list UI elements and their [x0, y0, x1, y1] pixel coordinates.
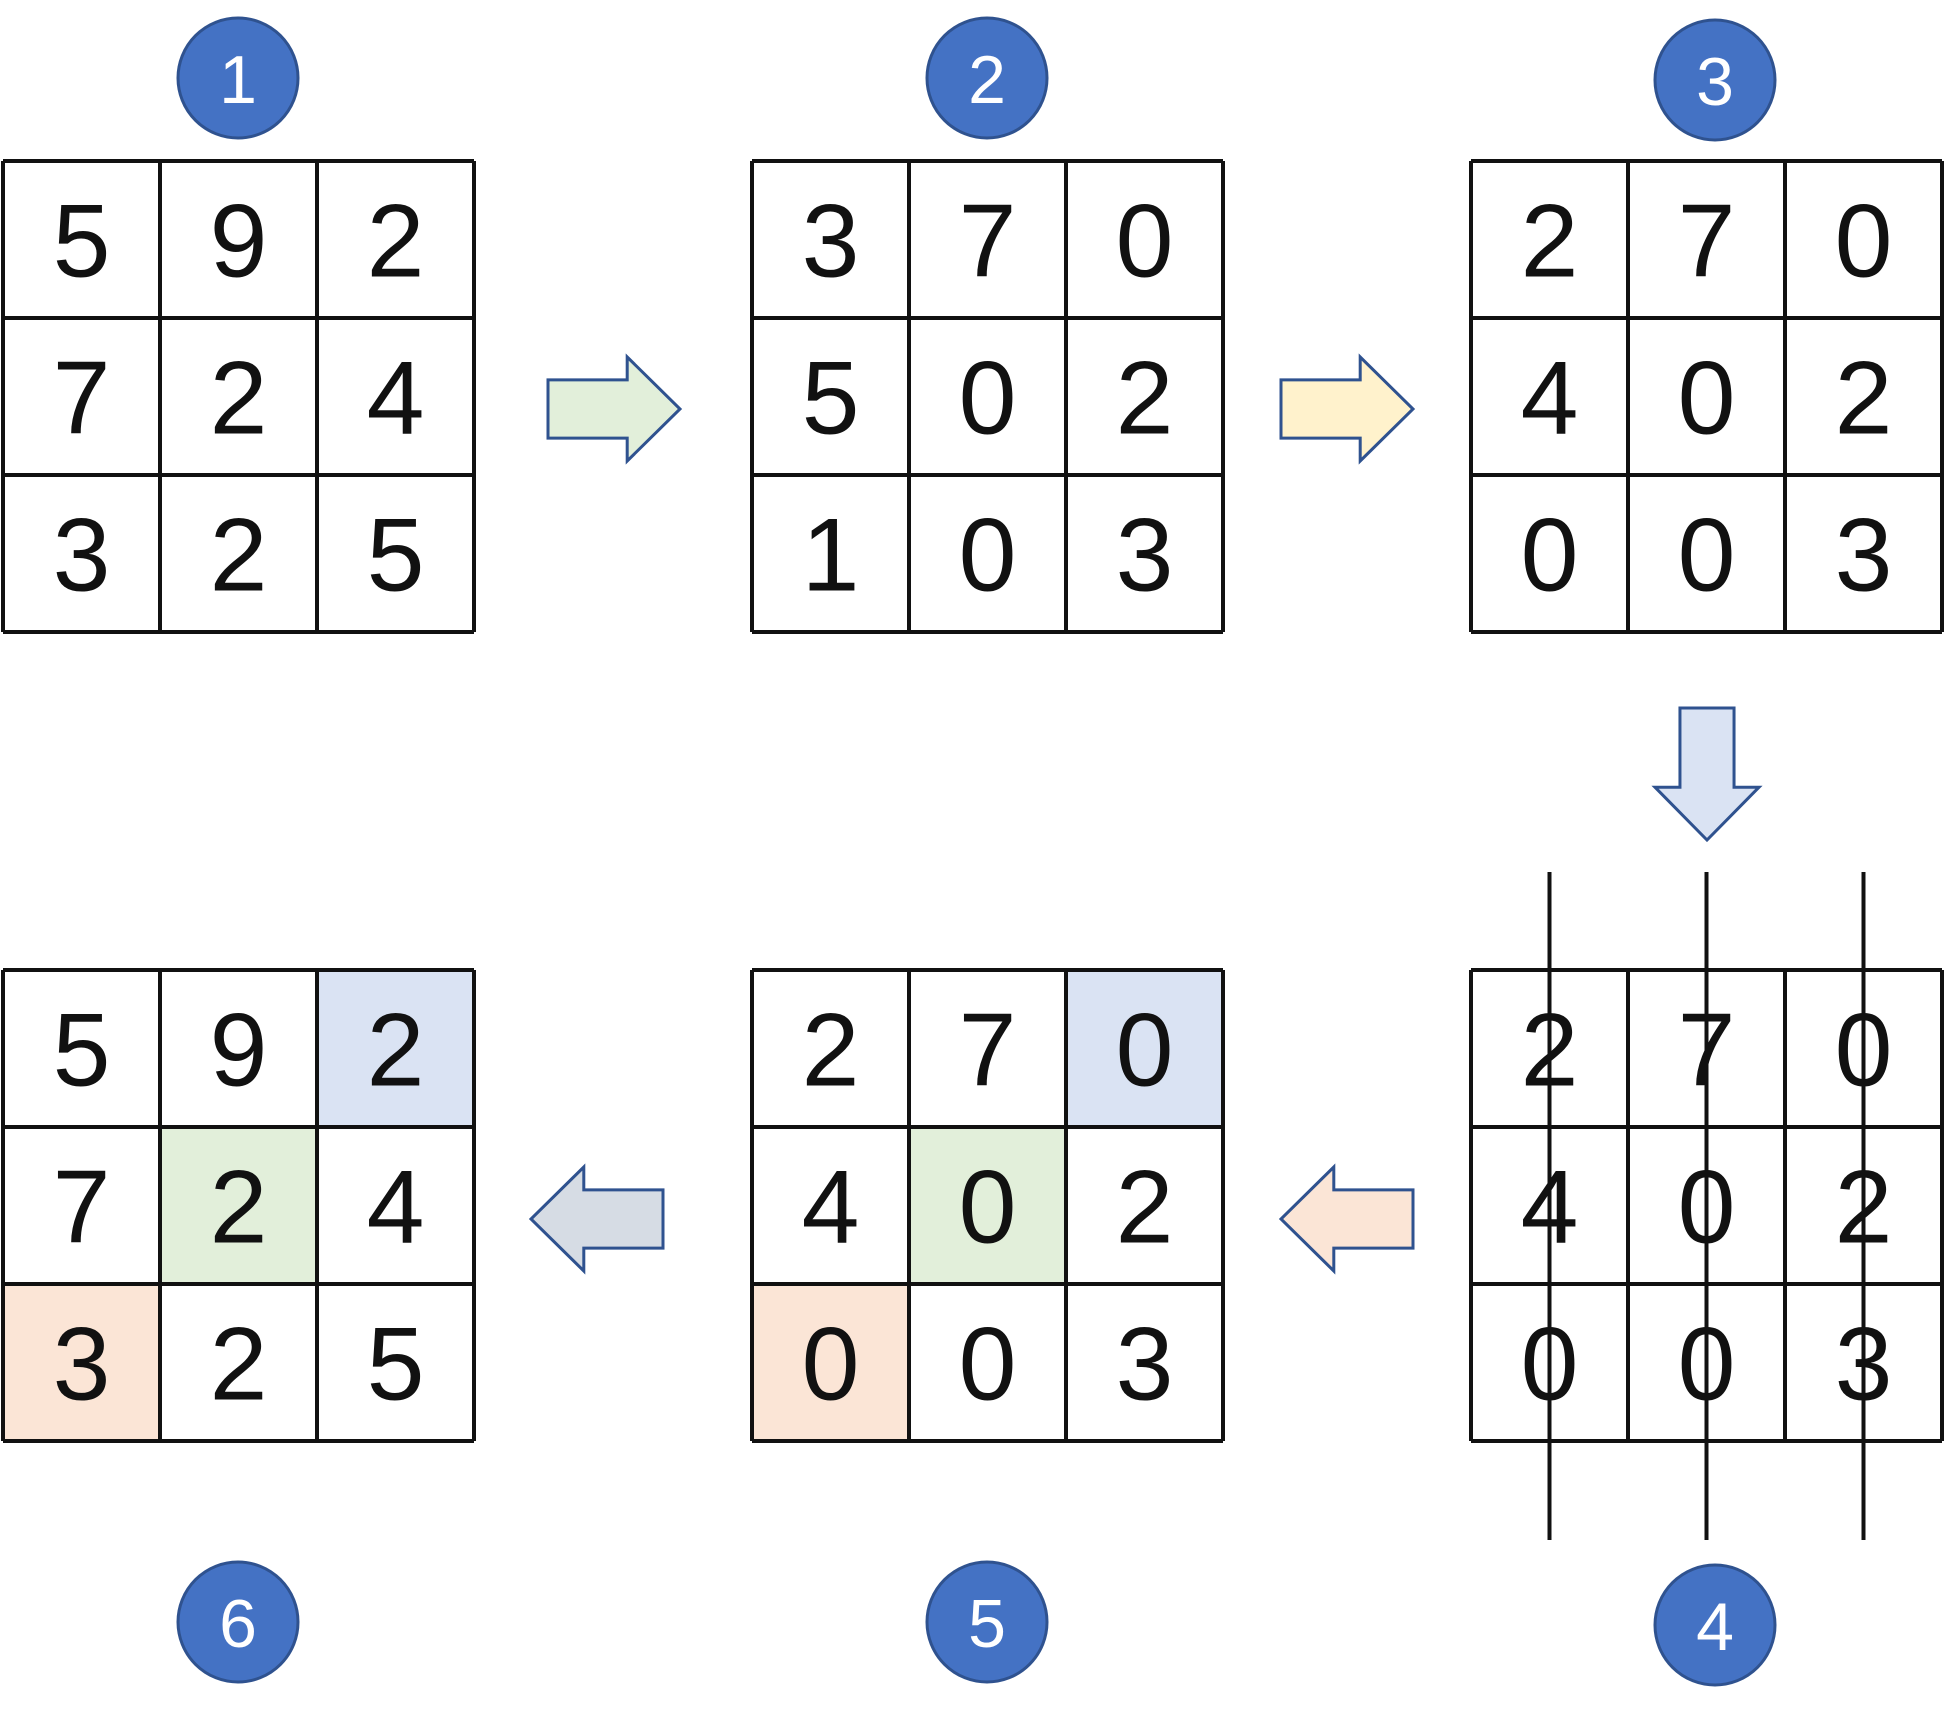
- grid-cell-value: 7: [53, 341, 111, 457]
- grid-cell-value: 0: [1835, 184, 1893, 300]
- grid-cell-value: 0: [959, 341, 1017, 457]
- grid-cell-value: 2: [367, 993, 425, 1109]
- arrow-left-icon: [528, 1163, 665, 1275]
- grid-cell-value: 2: [210, 498, 268, 614]
- grid-cell-value: 5: [802, 341, 860, 457]
- step-badge-2: 2: [925, 16, 1049, 140]
- arrow-right-icon: [546, 353, 683, 465]
- grid-cell-value: 1: [802, 498, 860, 614]
- arrow-right-icon: [1279, 353, 1416, 465]
- grid-cell-value: 7: [53, 1150, 111, 1266]
- badge-circle: [925, 1560, 1049, 1684]
- grid-cell-value: 0: [1678, 341, 1736, 457]
- step-badge-6: 6: [176, 1560, 300, 1684]
- grid-cell-value: 5: [53, 184, 111, 300]
- highlight-cell: [3, 1284, 160, 1441]
- grid-cell-value: 0: [1678, 498, 1736, 614]
- grid-cell-value: 2: [210, 1307, 268, 1423]
- grid-cell-value: 2: [210, 341, 268, 457]
- grid-cell-value: 3: [1116, 498, 1174, 614]
- grid-cell-value: 5: [367, 498, 425, 614]
- highlight-cell: [1066, 970, 1223, 1127]
- badge-circle: [925, 16, 1049, 140]
- grid-cell-value: 0: [959, 1307, 1017, 1423]
- badge-number: 6: [219, 1586, 257, 1662]
- grid-cell-value: 5: [367, 1307, 425, 1423]
- grid-cell-value: 3: [1116, 1307, 1174, 1423]
- grid-cell-value: 0: [1116, 993, 1174, 1109]
- badge-number: 4: [1696, 1589, 1734, 1665]
- grid-cell-value: 7: [959, 993, 1017, 1109]
- grid-cell-value: 3: [53, 498, 111, 614]
- grid-cell-value: 0: [1521, 498, 1579, 614]
- grid-cell-value: 0: [1116, 184, 1174, 300]
- arrow-left-icon: [1278, 1163, 1415, 1275]
- highlight-cell: [752, 1284, 909, 1441]
- grid-cell-value: 4: [802, 1150, 860, 1266]
- grid-cell-value: 3: [53, 1307, 111, 1423]
- highlight-cell: [160, 1127, 317, 1284]
- grid-cell-value: 9: [210, 993, 268, 1109]
- badge-number: 3: [1696, 44, 1734, 120]
- grid-cell-value: 4: [1521, 341, 1579, 457]
- badge-circle: [1653, 18, 1777, 142]
- grid-cell-value: 7: [1678, 184, 1736, 300]
- grid-cell-value: 2: [1116, 1150, 1174, 1266]
- badge-circle: [1653, 1563, 1777, 1687]
- highlight-cell: [317, 970, 474, 1127]
- highlight-cell: [909, 1127, 1066, 1284]
- badge-number: 1: [219, 42, 257, 118]
- grid-cell-value: 4: [367, 1150, 425, 1266]
- grid-cell-value: 2: [367, 184, 425, 300]
- step-badge-5: 5: [925, 1560, 1049, 1684]
- grid-cell-value: 7: [959, 184, 1017, 300]
- grid-cell-value: 0: [802, 1307, 860, 1423]
- grid-cell-value: 2: [210, 1150, 268, 1266]
- grid-cell-value: 0: [959, 1150, 1017, 1266]
- step-badge-4: 4: [1653, 1563, 1777, 1687]
- grid-cell-value: 2: [1116, 341, 1174, 457]
- step-badge-3: 3: [1653, 18, 1777, 142]
- grid-cell-value: 0: [959, 498, 1017, 614]
- grid-cell-value: 5: [53, 993, 111, 1109]
- step-badge-1: 1: [176, 16, 300, 140]
- badge-circle: [176, 1560, 300, 1684]
- badge-number: 2: [968, 42, 1006, 118]
- grid-cell-value: 3: [1835, 498, 1893, 614]
- grid-cell-value: 4: [367, 341, 425, 457]
- grid-cell-value: 2: [1835, 341, 1893, 457]
- grid-cell-value: 3: [802, 184, 860, 300]
- badge-circle: [176, 16, 300, 140]
- grid-cell-value: 2: [1521, 184, 1579, 300]
- arrow-down-icon: [1651, 706, 1763, 843]
- grid-cell-value: 2: [802, 993, 860, 1109]
- grid-cell-value: 9: [210, 184, 268, 300]
- badge-number: 5: [968, 1586, 1006, 1662]
